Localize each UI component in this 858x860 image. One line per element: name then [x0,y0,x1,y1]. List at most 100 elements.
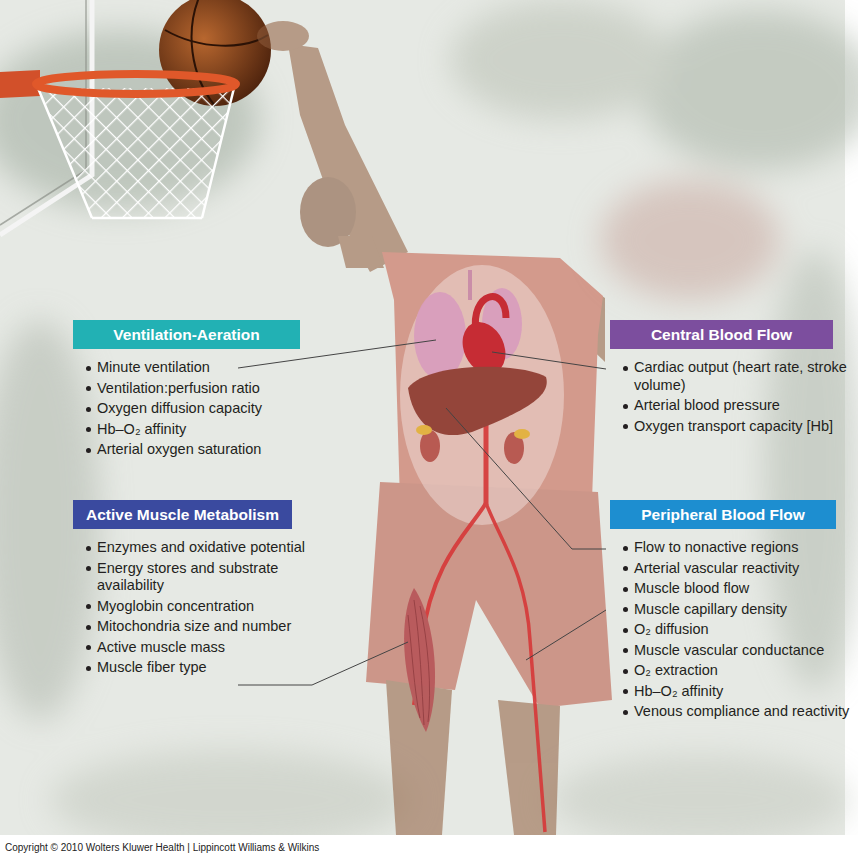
factor-text: Enzymes and oxidative potential [97,539,305,555]
bottom-margin [0,835,858,860]
adrenal-gland [514,429,530,439]
heading-band: Central Blood Flow [610,320,833,349]
factor-text: Venous compliance and reactivity [634,703,849,719]
factor-text: Arterial blood pressure [634,397,780,413]
bullet-dot [86,625,91,630]
right-leg [498,700,560,835]
organs [404,270,547,832]
bullet-dot [86,407,91,412]
bullet-list: Cardiac output (heart rate, stroke volum… [610,349,852,435]
bullet-item: Cardiac output (heart rate, stroke volum… [610,359,852,394]
bullet-dot [86,427,91,432]
liver [408,367,547,435]
group-heading: Ventilation-Aeration [113,326,259,343]
heading-band: Ventilation-Aeration [73,320,300,349]
factor-text: O₂ extraction [634,662,718,678]
factor-text: O₂ diffusion [634,621,709,637]
factor-text: Minute ventilation [97,359,210,375]
bullet-dot [86,366,91,371]
bullet-item: Oxygen transport capacity [Hb] [610,418,852,436]
label-text: Copyright © 2010 Wolters Kluwer Health |… [5,842,319,853]
bullet-item: Muscle blood flow [610,580,852,598]
bullet-dot [623,607,628,612]
bullet-dot [623,366,628,371]
copyright-note: Copyright © 2010 Wolters Kluwer Health |… [5,842,319,854]
factor-group: Active Muscle MetabolismEnzymes and oxid… [73,500,308,682]
bullet-item: Hb–O₂ affinity [610,683,852,701]
factor-text: Ventilation:perfusion ratio [97,380,260,396]
group-heading: Peripheral Blood Flow [641,506,805,523]
crowd-patch [550,755,850,845]
factor-text: Flow to nonactive regions [634,539,798,555]
leader-line [492,352,606,369]
crowd-patch [600,180,780,300]
bullet-item: Ventilation:perfusion ratio [73,380,308,398]
bullet-dot [86,666,91,671]
bullet-dot [86,546,91,551]
adrenal-gland [416,425,432,435]
muscle-fibers [408,600,430,725]
bullet-dot [86,566,91,571]
leader-line [238,642,408,685]
factor-text: Arterial vascular reactivity [634,560,799,576]
group-heading: Active Muscle Metabolism [86,506,279,523]
lung [414,292,466,380]
bullet-dot [623,628,628,633]
torso-glow [400,265,564,525]
bullet-item: Active muscle mass [73,639,308,657]
factor-text: Energy stores and substrate availability [97,560,278,594]
bullet-dot [623,546,628,551]
bullet-item: O₂ extraction [610,662,852,680]
bullet-dot [623,587,628,592]
leader-lines [238,340,606,685]
bullet-list: Enzymes and oxidative potentialEnergy st… [73,529,308,677]
bullet-item: Muscle vascular conductance [610,642,852,660]
neck [338,236,384,268]
raised-arm [288,44,408,272]
bullet-item: Flow to nonactive regions [610,539,852,557]
bullet-item: Myoglobin concentration [73,598,308,616]
thigh-muscle [404,588,435,732]
leader-line [446,408,606,549]
bullet-item: Mitochondria size and number [73,618,308,636]
bullet-dot [86,645,91,650]
factor-group: Peripheral Blood FlowFlow to nonactive r… [610,500,852,726]
trachea [468,270,472,300]
heading-band: Active Muscle Metabolism [73,500,292,529]
bullet-dot [86,604,91,609]
bullet-item: Arterial vascular reactivity [610,560,852,578]
bullet-dot [623,710,628,715]
bullet-item: Oxygen diffusion capacity [73,400,308,418]
bullet-dot [86,386,91,391]
bullet-item: Arterial blood pressure [610,397,852,415]
crowd-patch [640,10,858,170]
crowd-patch [765,250,858,690]
bullet-dot [623,669,628,674]
group-heading: Central Blood Flow [651,326,792,343]
bullet-dot [623,424,628,429]
player-figure [257,21,612,835]
bullet-item: Muscle fiber type [73,659,308,677]
hand [257,21,309,51]
factor-text: Hb–O₂ affinity [634,683,723,699]
bullet-item: Minute ventilation [73,359,308,377]
crowd-patch [450,0,670,120]
bullet-item: Hb–O₂ affinity [73,421,308,439]
bullet-item: Arterial oxygen saturation [73,441,308,459]
factor-text: Arterial oxygen saturation [97,441,261,457]
bullet-item: Energy stores and substrate availability [73,560,308,595]
bullet-item: Venous compliance and reactivity [610,703,852,721]
factor-text: Active muscle mass [97,639,225,655]
bullet-item: Muscle capillary density [610,601,852,619]
heading-band: Peripheral Blood Flow [610,500,836,529]
bullet-item: O₂ diffusion [610,621,852,639]
factor-group: Central Blood FlowCardiac output (heart … [610,320,852,440]
bullet-item: Enzymes and oxidative potential [73,539,308,557]
ball-seam [165,30,268,46]
bullet-dot [86,448,91,453]
bullet-list: Minute ventilationVentilation:perfusion … [73,349,308,459]
factor-text: Oxygen transport capacity [Hb] [634,418,833,434]
